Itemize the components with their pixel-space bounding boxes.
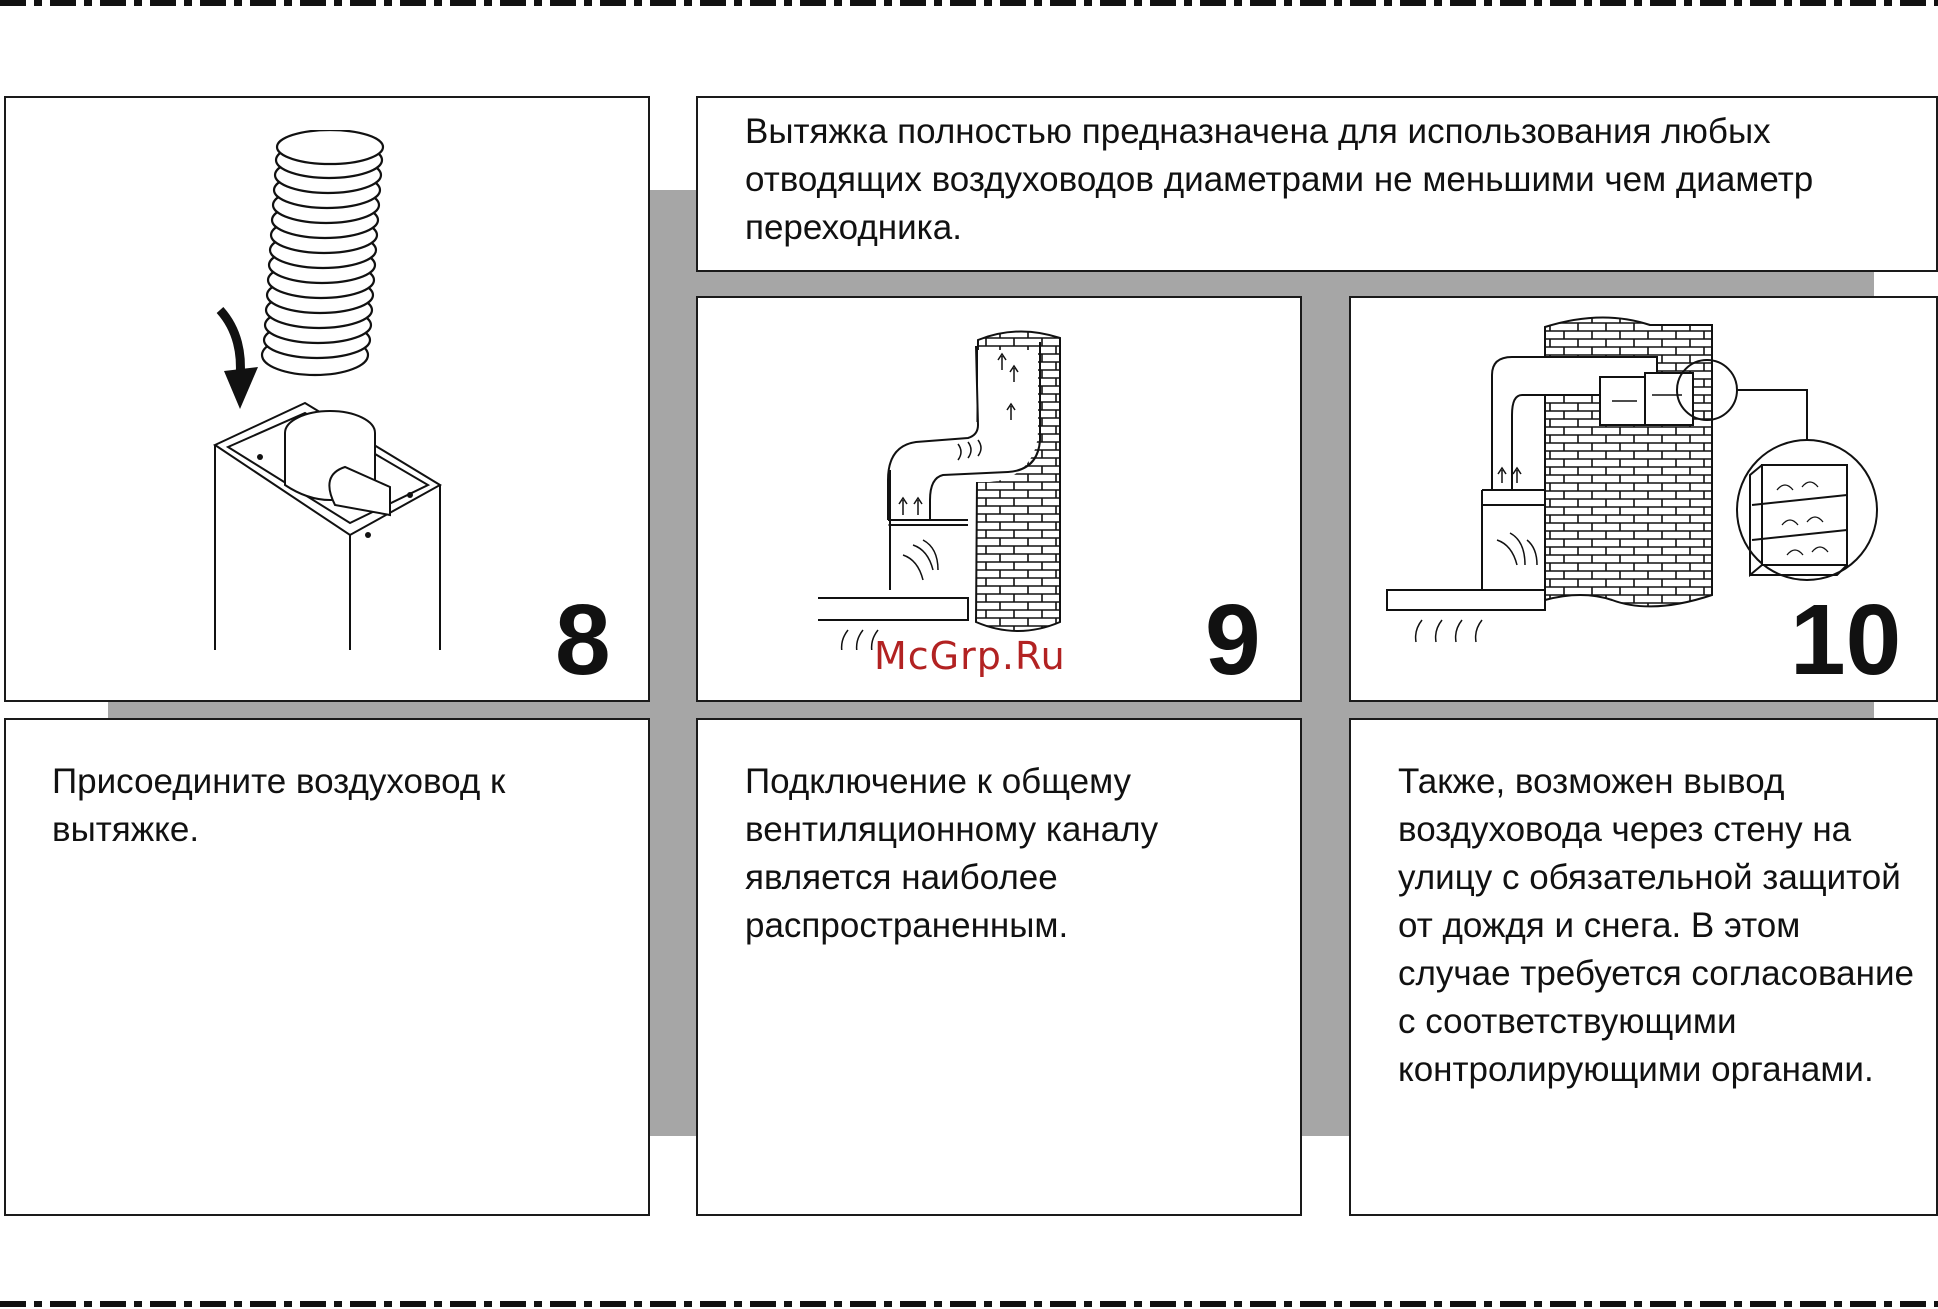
step-9-text: Подключение к общему вентиляционному кан… [745, 762, 1159, 945]
down-arrow-icon [216, 306, 258, 409]
top-info-text: Вытяжка полностью предназначена для испо… [745, 112, 1814, 247]
gray-band-horizontal [108, 700, 1874, 720]
watermark-text: McGrp.Ru [874, 634, 1066, 678]
hood-adapter-icon [212, 401, 442, 650]
step-8-text: Присоедините воздуховод к вытяжке. [52, 762, 506, 849]
step-10-text: Также, возможен вывод воздуховода через … [1398, 762, 1914, 1089]
flexible-duct-icon [260, 130, 385, 377]
bottom-dashed-border [0, 1301, 1938, 1307]
step-9-text-panel [696, 718, 1302, 1216]
wall-vent-grille-icon [1386, 316, 1878, 643]
step-10-number: 10 [1790, 584, 1902, 696]
top-dashed-border [0, 0, 1938, 6]
step-10-text-panel [1349, 718, 1938, 1216]
top-info-panel [696, 96, 1938, 272]
step-8-image-panel [4, 96, 650, 702]
step-8-text-panel [4, 718, 650, 1216]
step-9-number: 9 [1205, 584, 1261, 696]
brick-chimney-icon [818, 330, 1061, 650]
step-8-number: 8 [555, 584, 611, 696]
